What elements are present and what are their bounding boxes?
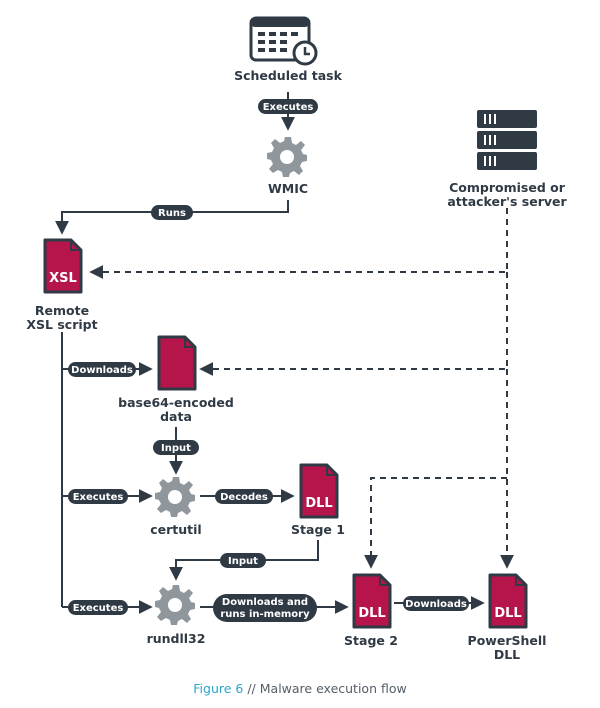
file-type: DLL [305, 496, 332, 511]
node-base64-data: base64-encoded data [118, 335, 234, 424]
node-label: Stage 1 [291, 522, 345, 537]
pill-runs: Runs [151, 205, 193, 220]
node-label: PowerShell [468, 633, 547, 648]
pill-decodes: Decodes [215, 489, 273, 504]
svg-text:Downloads and: Downloads and [222, 597, 308, 608]
pill-downloads-runs-in-memory: Downloads and runs in-memory [213, 594, 317, 622]
gear-icon [267, 137, 307, 177]
file-type: XSL [49, 271, 77, 286]
svg-text:Input: Input [161, 443, 191, 454]
svg-text:Decodes: Decodes [220, 492, 268, 503]
node-label: Compromised or [449, 180, 566, 195]
node-label: Remote [35, 303, 89, 318]
pill-downloads-base64: Downloads [68, 362, 136, 377]
svg-text:Executes: Executes [73, 603, 124, 614]
pill-executes-wmic: Executes [258, 99, 318, 114]
svg-text:Executes: Executes [263, 102, 314, 113]
node-stage2: DLL Stage 2 [344, 573, 398, 648]
node-label: base64-encoded [118, 395, 234, 410]
svg-text:Downloads: Downloads [71, 365, 133, 376]
node-stage1: DLL Stage 1 [291, 463, 345, 537]
node-label: XSL script [26, 317, 97, 332]
node-label: data [160, 409, 192, 424]
edge-server-to-base64 [199, 272, 508, 376]
svg-text:Downloads: Downloads [405, 599, 467, 610]
gear-icon [155, 477, 195, 517]
svg-text:Executes: Executes [73, 492, 124, 503]
node-label: certutil [150, 522, 201, 537]
svg-text:Input: Input [228, 556, 258, 567]
gear-icon [155, 585, 195, 625]
node-label: WMIC [268, 181, 308, 196]
caption-separator: // [243, 681, 260, 696]
node-remote-xsl: XSL Remote XSL script [26, 238, 98, 332]
edge-server-to-stage2 [364, 477, 507, 569]
figure-number: Figure 6 [193, 681, 244, 696]
pill-executes-rundll32: Executes [68, 600, 128, 615]
node-label: DLL [494, 647, 520, 662]
pill-executes-certutil: Executes [68, 489, 128, 504]
node-certutil: certutil [150, 477, 202, 537]
caption-text: Malware execution flow [259, 681, 407, 696]
svg-text:Runs: Runs [158, 208, 186, 219]
figure-caption: Figure 6 // Malware execution flow [0, 681, 600, 696]
node-wmic: WMIC [267, 137, 308, 196]
node-label: attacker's server [447, 194, 567, 209]
node-rundll32: rundll32 [147, 585, 206, 646]
node-scheduled-task: Scheduled task [234, 16, 343, 83]
file-icon [157, 335, 197, 391]
server-icon [477, 110, 537, 170]
node-label: Scheduled task [234, 68, 343, 83]
pill-downloads-powershell: Downloads [403, 596, 469, 611]
pill-input-certutil: Input [153, 440, 199, 455]
svg-text:runs in-memory: runs in-memory [220, 609, 310, 620]
node-powershell-dll: DLL PowerShell DLL [468, 573, 547, 662]
calendar-clock-icon [249, 16, 318, 66]
node-label: Stage 2 [344, 633, 398, 648]
file-type: DLL [494, 606, 521, 621]
node-server: Compromised or attacker's server [447, 110, 568, 209]
pill-input-rundll32: Input [220, 553, 266, 568]
node-label: rundll32 [147, 631, 206, 646]
file-type: DLL [358, 606, 385, 621]
